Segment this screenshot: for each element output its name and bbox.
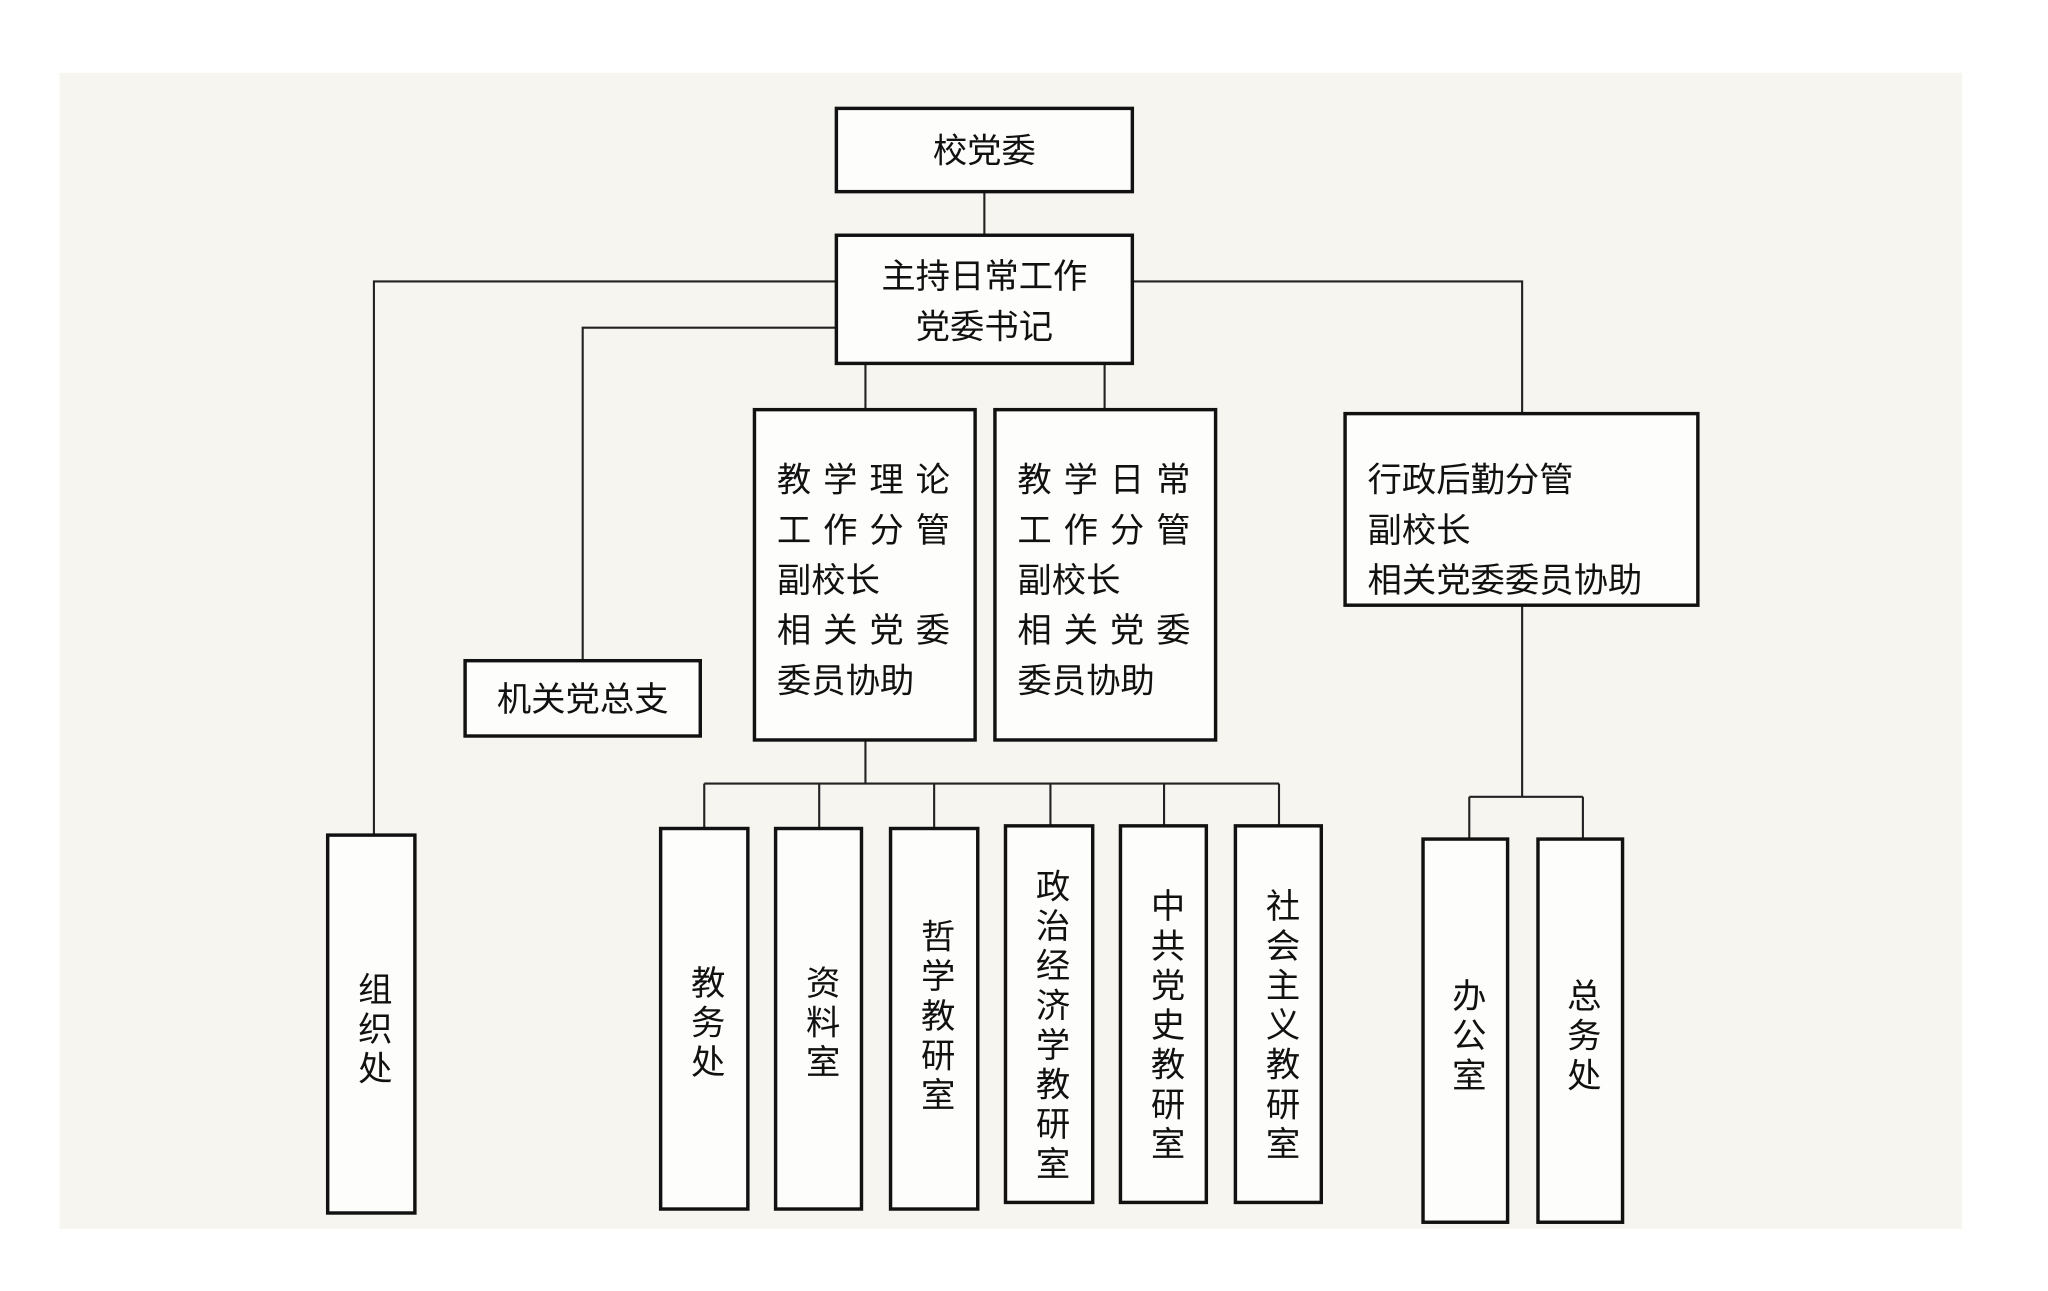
node-label: 校党委 bbox=[933, 132, 1036, 172]
node-label: 教学理论 bbox=[777, 461, 962, 501]
node-label: 工作分管 bbox=[1017, 511, 1202, 551]
node-vp-theory: 教学理论 工作分管 副校长 相关党委 委员协助 bbox=[752, 407, 977, 742]
node-label: 副校长 bbox=[1017, 561, 1120, 601]
unit-label: 总务处 bbox=[1560, 978, 1600, 1097]
node-vp-admin: 行政后勤分管 副校长 相关党委委员协助 bbox=[1343, 411, 1700, 607]
node-label: 党委书记 bbox=[916, 307, 1053, 347]
node-label: 委员协助 bbox=[1017, 661, 1154, 701]
node-organ-branch: 机关党总支 bbox=[463, 658, 703, 738]
node-label: 主持日常工作 bbox=[881, 257, 1087, 297]
node-label: 相关党委委员协助 bbox=[1368, 561, 1643, 601]
unit-label: 哲学教研室 bbox=[914, 918, 954, 1116]
node-label: 副校长 bbox=[1368, 511, 1471, 551]
node-label: 副校长 bbox=[777, 561, 880, 601]
connectors bbox=[372, 191, 1584, 840]
node-label: 工作分管 bbox=[777, 511, 962, 551]
admin-units: 办公室 总务处 bbox=[1421, 837, 1625, 1224]
node-label: 教学日常 bbox=[1017, 461, 1202, 501]
unit-label: 资料室 bbox=[799, 965, 839, 1084]
node-label: 委员协助 bbox=[777, 661, 914, 701]
unit-label: 社会主义教研室 bbox=[1259, 888, 1300, 1165]
unit-label: 中共党史教研室 bbox=[1144, 888, 1184, 1165]
node-label: 行政后勤分管 bbox=[1368, 461, 1574, 501]
node-organization-dept: 组织处 bbox=[325, 833, 417, 1215]
node-secretary: 主持日常工作 党委书记 bbox=[834, 233, 1135, 366]
node-label: 相关党委 bbox=[777, 611, 962, 651]
unit-label: 教务处 bbox=[684, 965, 724, 1084]
teaching-units: 教务处 资料室 哲学教研室 政治经济学教研室 中共党史教研室 社会主义教研室 bbox=[658, 824, 1324, 1211]
unit-label: 政治经济学教研室 bbox=[1029, 868, 1069, 1185]
node-label: 机关党总支 bbox=[497, 680, 669, 720]
unit-label: 办公室 bbox=[1445, 978, 1485, 1097]
node-label: 相关党委 bbox=[1017, 611, 1202, 651]
node-label: 组织处 bbox=[351, 971, 391, 1090]
node-vp-daily: 教学日常 工作分管 副校长 相关党委 委员协助 bbox=[993, 407, 1218, 742]
node-root: 校党委 bbox=[834, 106, 1135, 194]
